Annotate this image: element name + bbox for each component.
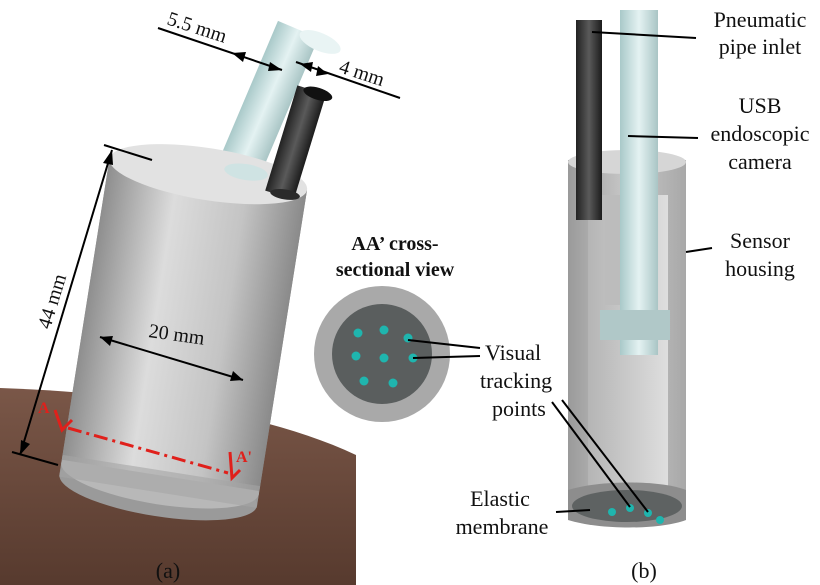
label-pneumatic-1: Pneumatic <box>714 7 807 32</box>
tracking-point <box>388 378 398 388</box>
label-housing-1: Sensor <box>730 228 791 253</box>
caption-a: (a) <box>156 558 180 583</box>
section-line <box>67 426 229 475</box>
tracking-point <box>379 325 389 335</box>
sensor-body <box>59 20 341 521</box>
leader-visual-1 <box>407 339 481 349</box>
dim-line-5-5 <box>157 27 283 71</box>
pneumatic-tube <box>265 85 327 200</box>
cross-section-title-2: sectional view <box>336 259 455 281</box>
leader-visual-b1 <box>551 401 631 508</box>
leader-membrane <box>555 509 591 513</box>
caption-b: (b) <box>631 558 657 583</box>
label-usb-1: USB <box>739 93 782 118</box>
dim-line-44 <box>19 149 113 456</box>
cross-section-title-1: AA’ cross- <box>351 233 438 255</box>
camera-section <box>620 10 658 355</box>
membrane-point <box>608 508 616 516</box>
leader-visual-2 <box>412 355 481 359</box>
label-visual-2: tracking <box>480 368 552 393</box>
label-housing-2: housing <box>725 256 795 281</box>
dim-line-20 <box>99 336 244 381</box>
panel-b: Pneumatic pipe inlet USB endoscopic came… <box>456 7 810 583</box>
leader-usb <box>627 135 699 139</box>
section-arrow-right <box>228 451 242 482</box>
tracking-point <box>379 353 389 363</box>
section-arrow-left <box>53 409 74 433</box>
section-mark-a-prime: A' <box>236 449 252 466</box>
tracking-point <box>359 376 369 386</box>
panel-a: A A' 5.5 mm 4 mm 44 mm 20 mm AA’ cross- … <box>0 8 455 585</box>
leader-visual-b2 <box>561 399 649 513</box>
label-membrane-2: membrane <box>456 514 549 539</box>
tracking-point <box>353 328 363 338</box>
label-membrane-1: Elastic <box>470 486 530 511</box>
dim-line-4 <box>295 61 401 99</box>
membrane-point <box>656 516 664 524</box>
leader-pneumatic <box>591 31 697 39</box>
membrane-point <box>626 504 634 512</box>
tracking-points <box>351 325 418 388</box>
leader-housing <box>685 247 713 253</box>
pneumatic-section <box>576 20 602 220</box>
section-mark-a: A <box>38 400 50 417</box>
label-usb-2: endoscopic <box>711 121 810 146</box>
membrane-point <box>644 509 652 517</box>
label-visual-3: points <box>492 396 546 421</box>
label-visual-1: Visual <box>485 340 541 365</box>
tracking-point <box>351 351 361 361</box>
label-usb-3: camera <box>728 149 792 174</box>
label-pneumatic-2: pipe inlet <box>719 34 801 59</box>
housing-top <box>109 144 308 205</box>
